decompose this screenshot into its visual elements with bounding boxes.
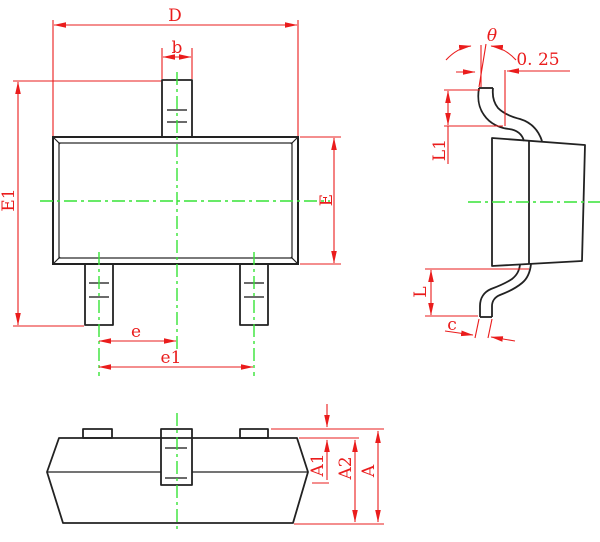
upper-lead-outer-edge bbox=[477, 87, 525, 142]
ext-line-c-left bbox=[474, 318, 480, 339]
side-view: θ 0. 25 L1 L c bbox=[411, 26, 600, 342]
dim-label-a: A bbox=[359, 464, 379, 478]
angle-leg-slanted bbox=[478, 43, 487, 88]
dim-label-e: E bbox=[317, 194, 337, 206]
dim-label-theta: θ bbox=[487, 26, 497, 46]
front-lead-left-tab bbox=[82, 428, 113, 439]
dim-label-pitch-e: e bbox=[131, 322, 141, 342]
lower-lead-outer-edge bbox=[479, 264, 521, 317]
dim-label-c: c bbox=[447, 315, 457, 335]
side-body-outline bbox=[491, 137, 586, 267]
body-corner-chamfers bbox=[53, 137, 298, 264]
dim-label-d: D bbox=[168, 6, 182, 26]
lower-lead-inner-edge bbox=[491, 263, 532, 317]
top-view: D b E1 E e e1 bbox=[0, 6, 341, 376]
c-arrow-right bbox=[490, 336, 516, 342]
dim-label-e1v: E1 bbox=[0, 188, 19, 211]
front-lead-break-marks bbox=[165, 447, 187, 479]
upper-lead-inner-edge bbox=[491, 87, 543, 142]
dim-label-l1: L1 bbox=[430, 139, 450, 161]
front-lead-right-tab bbox=[239, 428, 269, 439]
dim-label-a2: A2 bbox=[336, 456, 356, 480]
dim-label-a1: A1 bbox=[308, 453, 328, 477]
angle-arc-left bbox=[445, 44, 472, 61]
angle-arc-right bbox=[490, 44, 517, 61]
dim-label-b: b bbox=[172, 38, 183, 58]
front-view: A1 A2 A bbox=[46, 404, 384, 532]
dim-label-gauge: 0. 25 bbox=[516, 50, 559, 70]
c-arrow-left bbox=[444, 330, 474, 337]
ext-line-c-right bbox=[487, 318, 493, 339]
dim-label-l: L bbox=[411, 286, 431, 297]
dim-label-pitch-e1: e1 bbox=[161, 348, 182, 368]
